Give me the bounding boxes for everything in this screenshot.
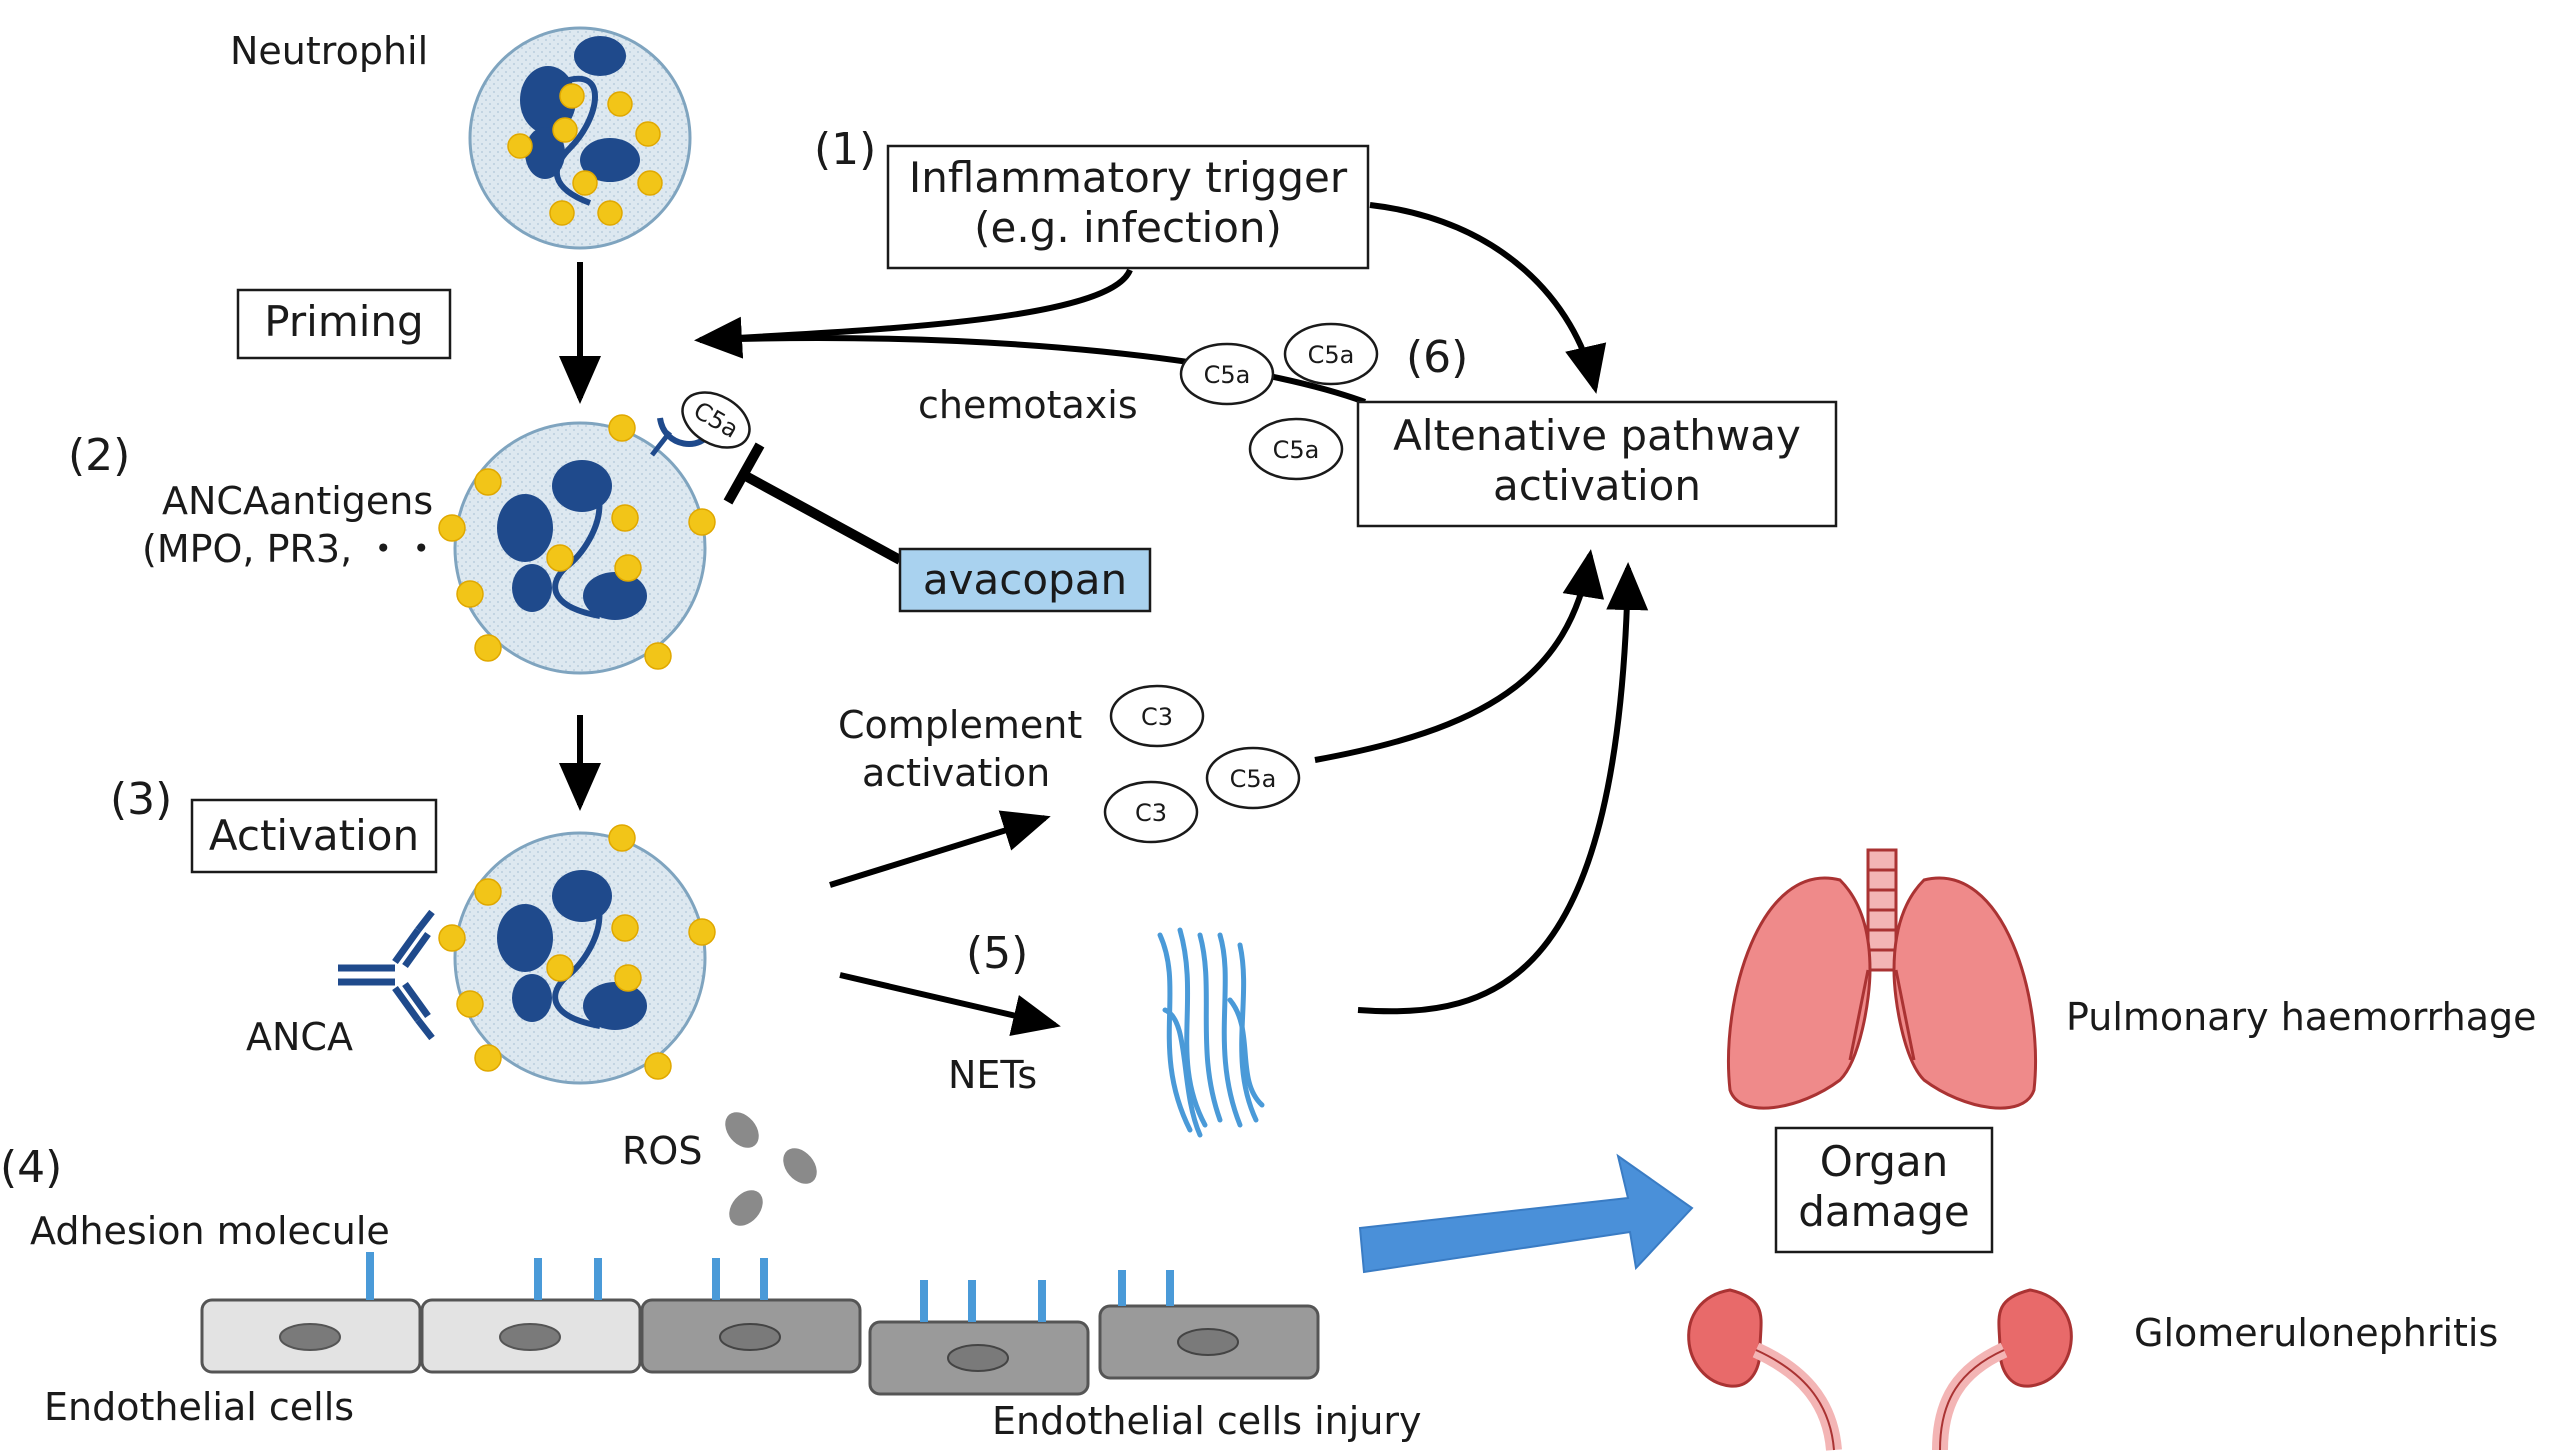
organ-damage-arrow [1358,1153,1694,1274]
activation-label: Activation [209,811,419,860]
step3-label: (3) [110,774,172,825]
trigger-to-neutrophil-arrow [694,268,1133,359]
alt-pathway-box [1356,400,1838,528]
endothelial-injury-label: Endothelial cells injury [992,1399,1422,1443]
c5a-token-mid: C5a [1205,746,1301,810]
ros-label: ROS [622,1129,702,1173]
avacopan-box [898,547,1152,613]
c5a-receptor-icon: C5a [650,391,751,457]
step6-label: (6) [1406,332,1468,383]
endothelial-cell-icon [640,1258,862,1374]
neutrophil-to-nets-arrow [839,972,1061,1036]
avacopan-inhibition [739,469,903,565]
step4-label: (4) [0,1142,62,1193]
c3-token-bottom: C3 [1103,780,1199,844]
step1-label: (1) [814,124,876,175]
inflammatory-trigger-title: Inflammatory trigger [909,153,1348,202]
inhibition-bar [723,442,765,505]
endothelial-cell-icon [868,1280,1090,1396]
organ-damage-subtitle: damage [1798,1187,1970,1236]
pulmonary-label: Pulmonary haemorrhage [2066,995,2537,1039]
kidney-icon [1687,1288,1842,1451]
trigger-to-alt-pathway-arrow [1369,202,1607,394]
c5a-top-right-text: C5a [1308,341,1355,369]
organ-damage-box [1774,1126,1994,1254]
glomerulonephritis-label: Glomerulonephritis [2134,1311,2498,1355]
priming-label: Priming [264,297,423,346]
kidney-icon [1932,1288,2073,1451]
lungs-icon [1727,848,2037,1110]
complement-label: Complement [838,703,1082,747]
endothelial-cell-icon [1098,1270,1320,1380]
c5a-top-left-text: C5a [1204,361,1251,389]
avacopan-label: avacopan [923,555,1127,604]
inflammatory-trigger-box [886,144,1370,270]
nets-to-alt-pathway-arrow [1357,562,1649,1015]
c5a-token-top-left: C5a [1179,342,1275,406]
nets-label: NETs [948,1053,1037,1097]
c5a-mid-text: C5a [1230,765,1277,793]
alt-pathway-title: Altenative pathway [1393,411,1801,460]
alt-pathway-subtitle: activation [1493,461,1701,510]
chemotaxis-label: chemotaxis [918,383,1138,427]
neutrophil-to-complement-arrow [829,810,1051,888]
priming-box [236,288,452,360]
c3-token-top: C3 [1109,684,1205,748]
neutrophil-icon [468,26,692,250]
step5-label: (5) [966,928,1028,979]
neutrophil-activated-icon [438,824,716,1085]
complement-activation-label: activation [862,751,1050,795]
anca-antibody-icon [338,909,435,1041]
c5a-token-bottom: C5a [1248,417,1344,481]
endothelial-cell-icon [200,1252,422,1374]
c3-bottom-text: C3 [1135,799,1167,827]
anca-antigens-list: (MPO, PR3, ・・・) [142,527,493,571]
adhesion-label: Adhesion molecule [30,1209,390,1253]
anca-label: ANCA [246,1015,353,1059]
endothelial-label: Endothelial cells [44,1385,354,1429]
c3-top-text: C3 [1141,703,1173,731]
alt-pathway-to-neutrophil-arrow [699,335,1367,405]
complement-to-alt-pathway-arrow [1314,549,1605,763]
neutrophil-label: Neutrophil [230,29,428,73]
endothelial-cell-icon [420,1258,642,1374]
c5a-token-top-right: C5a [1283,322,1379,386]
neutrophil-primed-icon [438,414,716,675]
organ-damage-title: Organ [1820,1137,1949,1186]
net-fibers-icon [1157,927,1265,1138]
c5a-bottom-text: C5a [1273,436,1320,464]
step2-label: (2) [68,430,130,481]
ros-icon [725,1112,817,1226]
inflammatory-trigger-example: (e.g. infection) [974,203,1282,252]
anca-antigens-label: ANCAantigens [162,479,433,523]
activation-box [190,798,438,874]
